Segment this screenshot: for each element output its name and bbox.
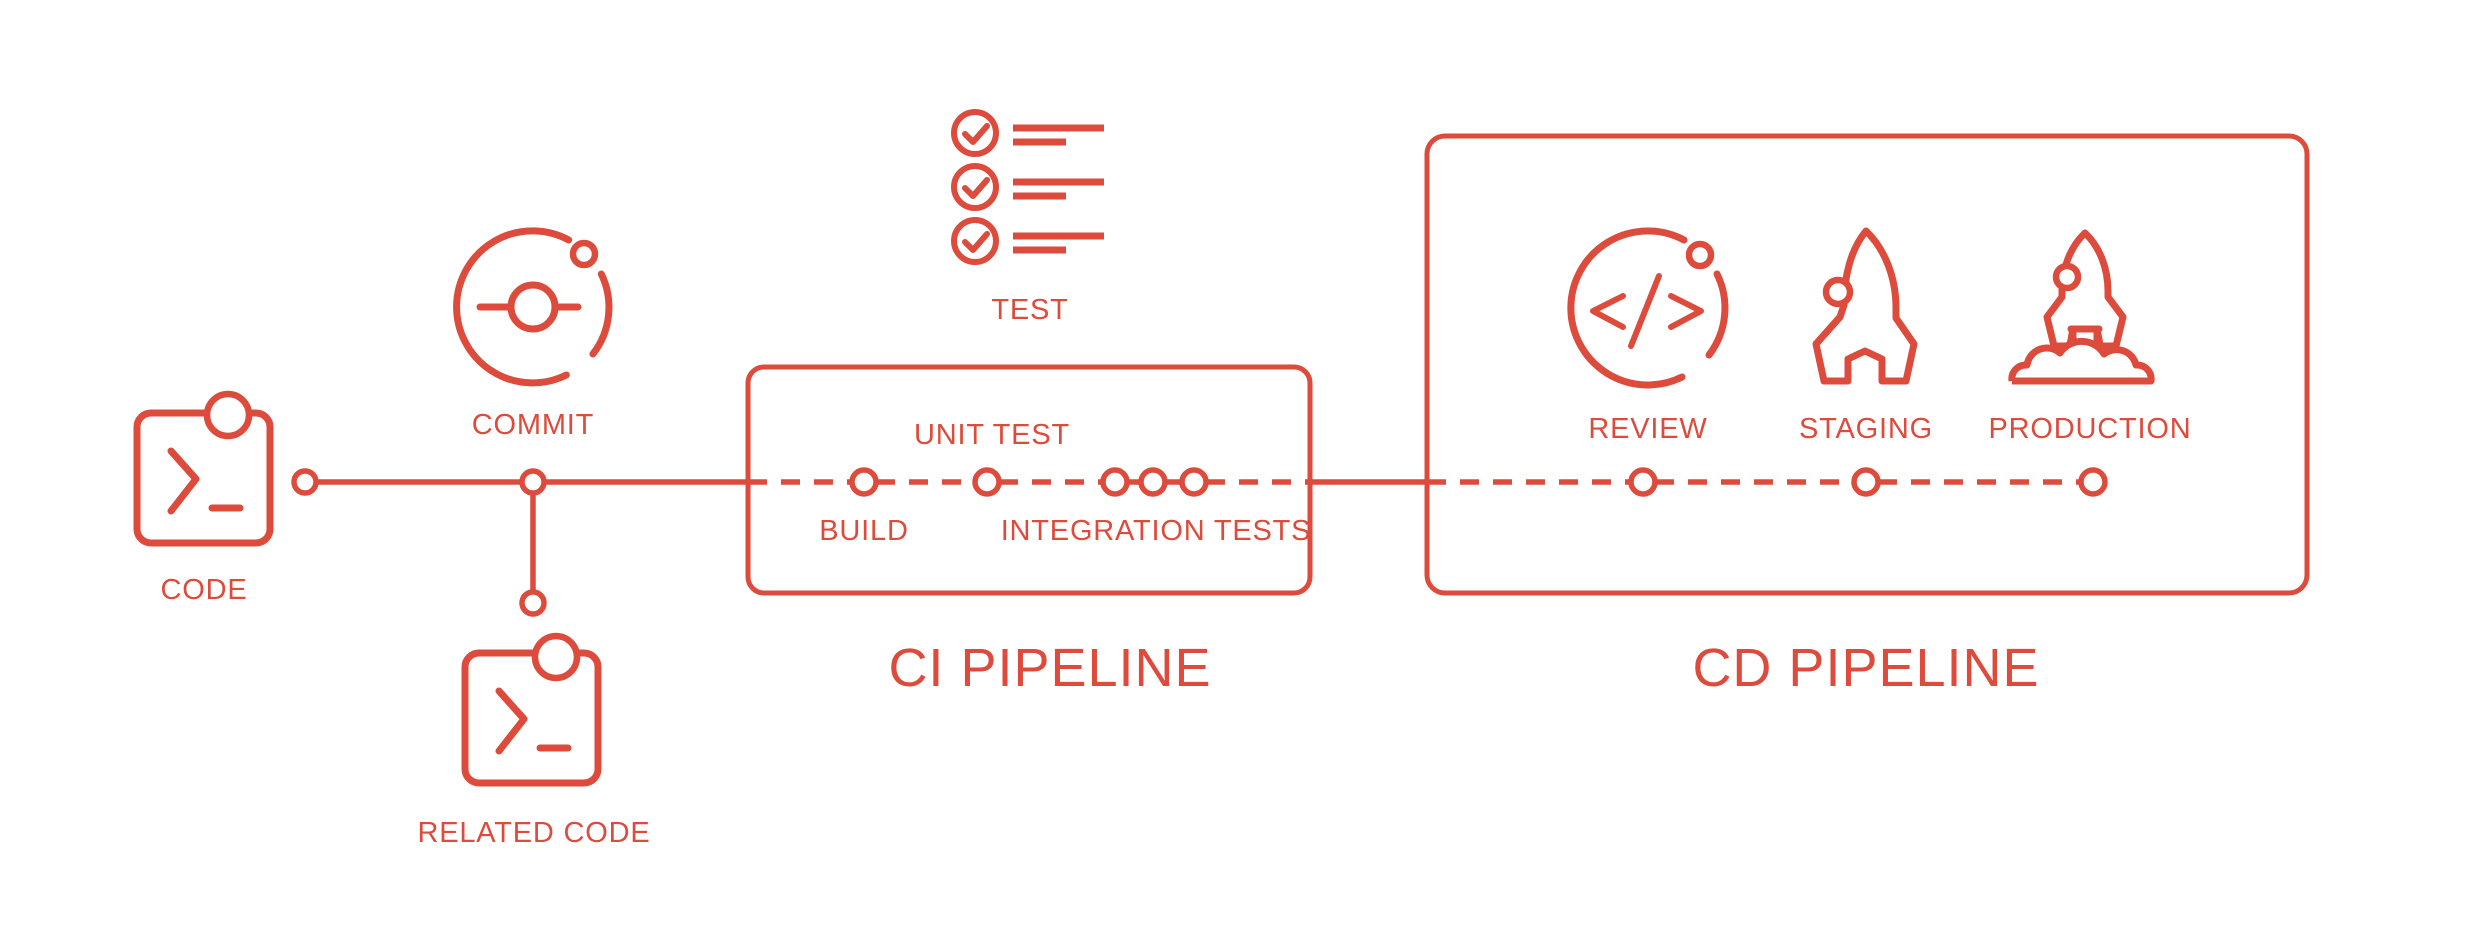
integration-tests-label: INTEGRATION TESTS: [1001, 515, 1312, 547]
production-label: PRODUCTION: [1989, 413, 2192, 445]
commit-node: [519, 468, 547, 496]
related-code-label: RELATED CODE: [417, 817, 650, 849]
related-code-node: [519, 589, 547, 617]
staging-node: [1851, 467, 1881, 497]
related-code-icon: [461, 632, 602, 787]
review-icon: [1567, 227, 1729, 389]
code-label: CODE: [161, 574, 248, 606]
cd-pipeline-title: CD PIPELINE: [1692, 638, 2039, 698]
unit-test-label: UNIT TEST: [914, 419, 1070, 451]
test-label: TEST: [991, 294, 1068, 326]
unit-test-node: [972, 467, 1002, 497]
commit-label: COMMIT: [472, 409, 594, 441]
integration-test-node-2: [1138, 467, 1168, 497]
staging-rocket-icon: [1812, 227, 1918, 385]
production-rocket-icon: [2008, 229, 2155, 385]
build-label: BUILD: [819, 515, 908, 547]
integration-test-node-3: [1179, 467, 1209, 497]
cd-pipeline-box: [1424, 133, 2310, 596]
test-checklist-icon: [951, 109, 1104, 265]
code-node: [291, 468, 319, 496]
integration-test-node-1: [1100, 467, 1130, 497]
ci-pipeline-title: CI PIPELINE: [888, 638, 1211, 698]
commit-icon: [453, 227, 613, 387]
code-icon: [133, 390, 274, 547]
production-node: [2078, 467, 2108, 497]
review-label: REVIEW: [1588, 413, 1707, 445]
review-node: [1628, 467, 1658, 497]
staging-label: STAGING: [1799, 413, 1933, 445]
build-node: [849, 467, 879, 497]
